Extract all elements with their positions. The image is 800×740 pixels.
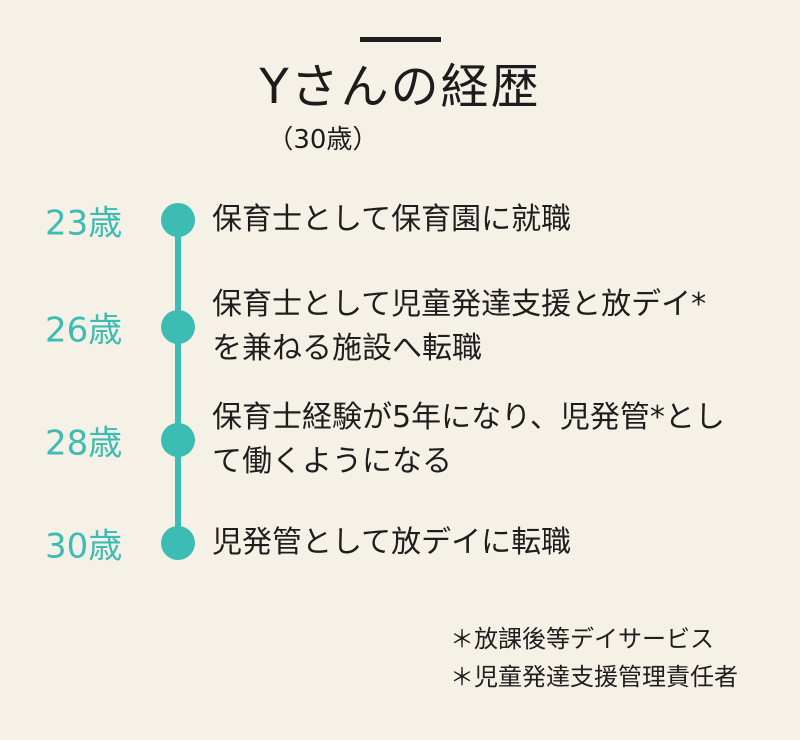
entry-text: 保育士として保育園に就職 (212, 202, 572, 237)
header-inner: Yさんの経歴 （30歳） (259, 59, 541, 156)
footnote: ＊児童発達支援管理責任者 (450, 663, 738, 691)
entry-text: 保育士として児童発達支援と放デイ* を兼ねる施設へ転職 (212, 287, 707, 366)
footnote: ＊放課後等デイサービス (450, 625, 714, 653)
top-rule (360, 37, 441, 42)
age-label: 28歳 (45, 423, 123, 464)
timeline-line (175, 218, 181, 545)
timeline-dot (161, 526, 195, 560)
page-subtitle: （30歳） (267, 125, 379, 156)
timeline-dot (161, 203, 195, 237)
age-label: 26歳 (45, 310, 123, 351)
age-label: 30歳 (45, 526, 123, 567)
header: Yさんの経歴 （30歳） (0, 59, 800, 156)
page-title: Yさんの経歴 (259, 59, 541, 115)
footnotes: ＊放課後等デイサービス ＊児童発達支援管理責任者 (450, 620, 738, 696)
age-label: 23歳 (45, 203, 123, 244)
entry-text: 保育士経験が5年になり、児発管*とし て働くようになる (212, 400, 725, 479)
timeline-dot (161, 310, 195, 344)
timeline-dot (161, 423, 195, 457)
entry-text: 児発管として放デイに転職 (212, 525, 572, 560)
